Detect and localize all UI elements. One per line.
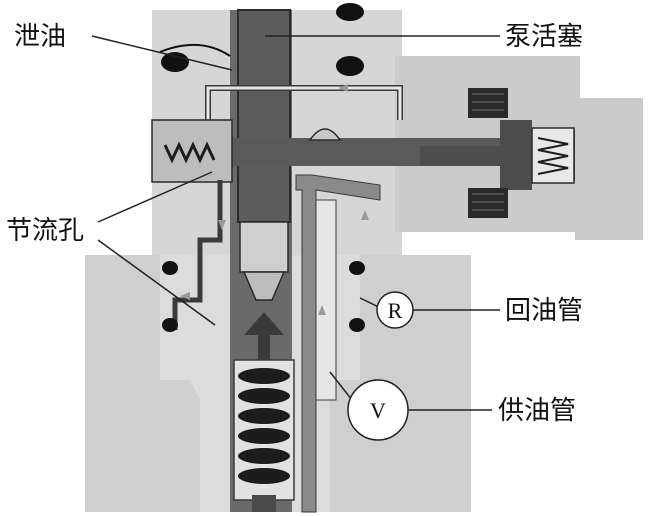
pump-piston [237, 9, 291, 223]
supply-gauge-label: V [370, 398, 386, 423]
needle-tip [244, 312, 284, 335]
label-pump-piston: 泵活塞 [505, 22, 584, 52]
seal-top-mid [336, 56, 364, 76]
nozzle-tip [252, 495, 276, 512]
needle-shaft [258, 335, 270, 360]
retaining-wire [159, 43, 231, 57]
seal-top-left [161, 52, 189, 72]
label-leak-oil: 泄油 [14, 22, 67, 52]
oring-right-2 [349, 318, 365, 332]
solenoid-top [468, 88, 508, 118]
label-supply-pipe: 供油管 [498, 396, 577, 426]
flow-arrows [180, 84, 369, 315]
left-return-passage [172, 180, 223, 330]
solenoid-bottom [468, 188, 508, 218]
oring-right-1 [349, 261, 365, 275]
piston-neck [239, 221, 289, 273]
oring-left-1 [162, 261, 178, 275]
left-valve-spring [163, 141, 216, 164]
solenoid-hatch [472, 93, 504, 211]
supply-gauge-leader [329, 371, 353, 401]
callout-leaders [91, 35, 500, 411]
valve-spring [537, 137, 569, 175]
label-return-pipe: 回油管 [505, 296, 584, 326]
spring-coils [238, 368, 290, 484]
label-orifice: 节流孔 [6, 216, 85, 246]
return-gauge-label: R [388, 298, 403, 323]
check-dome [308, 128, 342, 141]
piston-taper [242, 271, 286, 301]
left-valve-body [151, 119, 233, 183]
oring-left-2 [162, 318, 178, 332]
seal-top-right [336, 3, 364, 21]
supply-channel [315, 199, 337, 401]
